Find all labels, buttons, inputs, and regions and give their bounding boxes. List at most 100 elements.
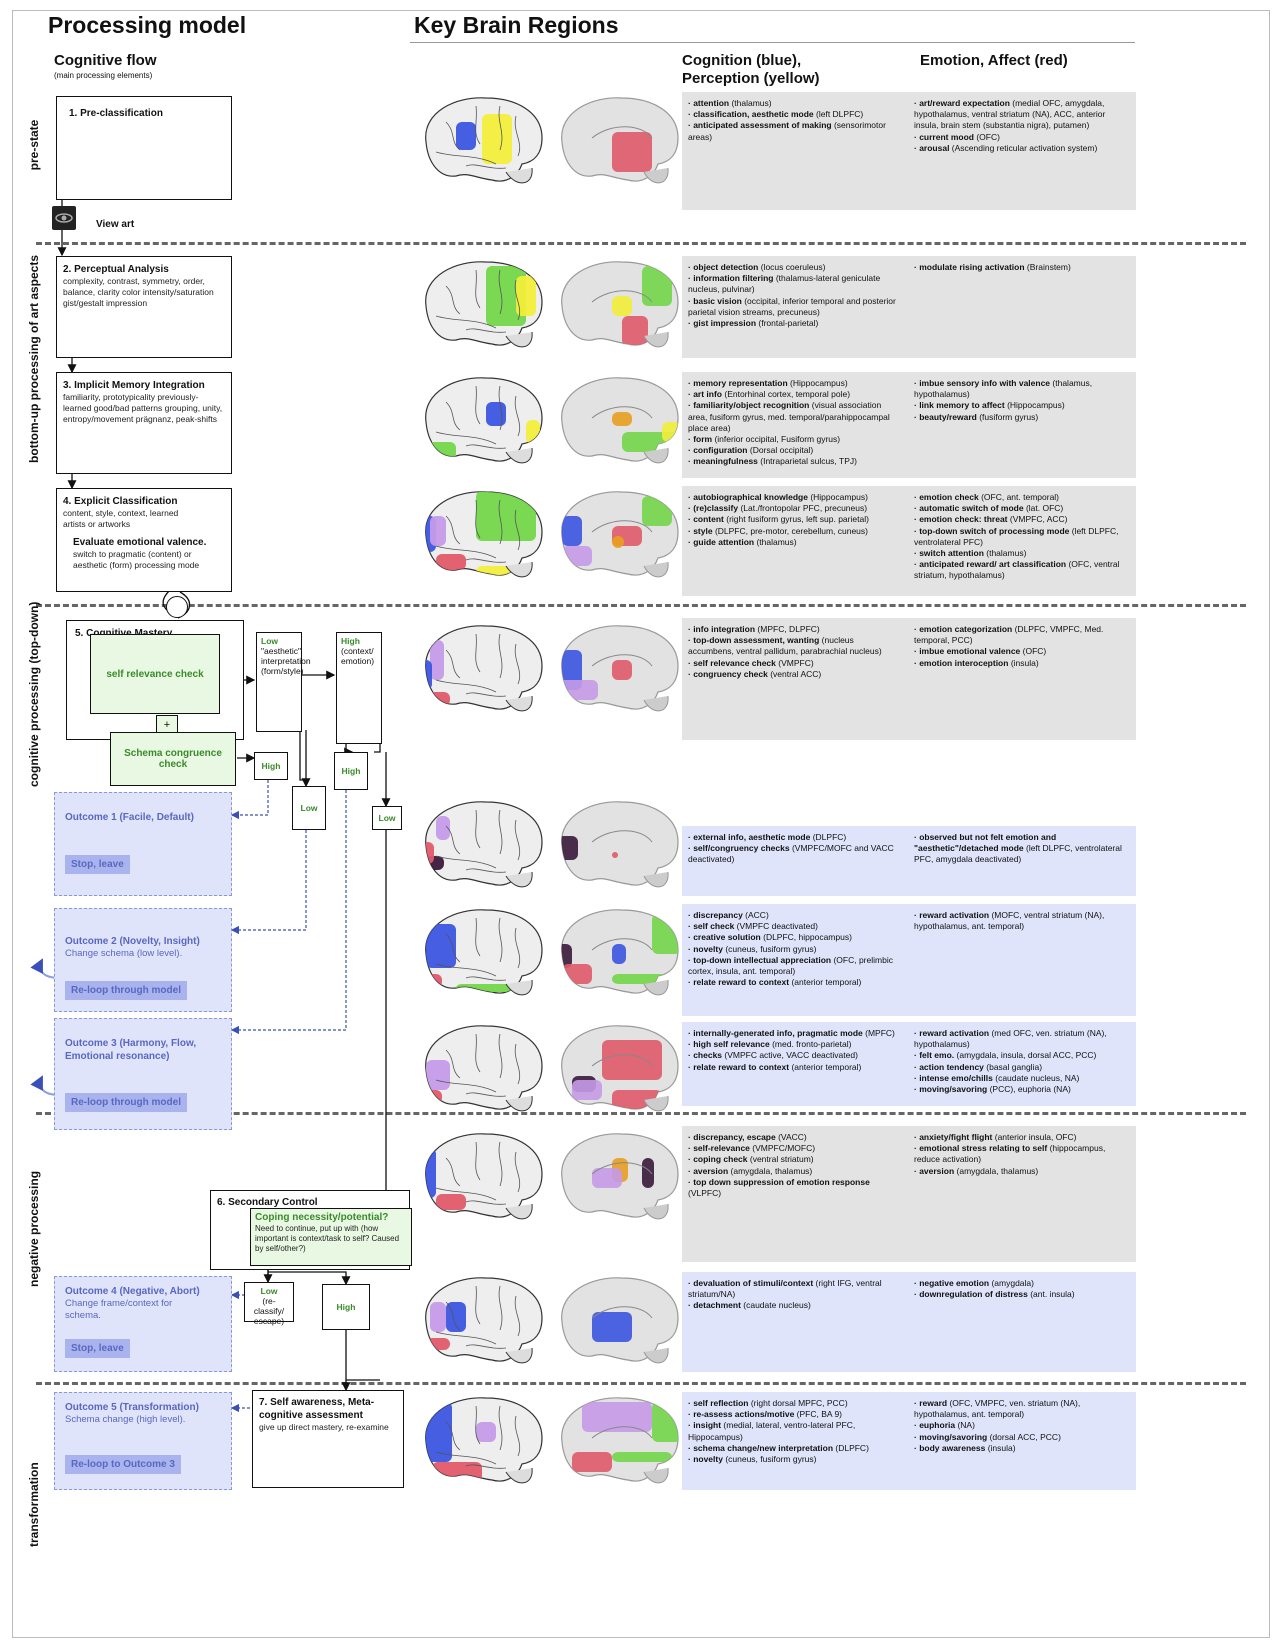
region-panel-4: · autobiographical knowledge (Hippocampu…: [682, 486, 1136, 596]
lateral-brain-view-1: [425, 97, 543, 184]
item-region: (MOFC, ventral striatum (NA), hypothalam…: [914, 910, 1105, 932]
item-term: · reward: [914, 1398, 950, 1408]
outcome-1-button[interactable]: Stop, leave: [65, 855, 130, 874]
box-4-eval: Evaluate emotional valence.: [73, 537, 207, 548]
outcome-3-button[interactable]: Re-loop through model: [65, 1093, 187, 1112]
item-region: (ant. insula): [1030, 1289, 1075, 1300]
emotion-list: · reward activation (med OFC, ven. stria…: [914, 1028, 1124, 1095]
high-context-text: (context/ emotion): [341, 646, 375, 666]
high-1-label: High: [261, 761, 281, 771]
high-2-box: High: [334, 752, 368, 790]
low-3-text: (re-classify/ escape): [253, 1296, 285, 1326]
item-term: · self/congruency checks: [688, 843, 792, 854]
cognition-item: · self check (VMPFC deactivated): [688, 921, 898, 932]
region-panel-9: · discrepancy, escape (VACC)· self-relev…: [682, 1126, 1136, 1262]
item-region: (left DLPFC, ventrolateral PFC): [914, 525, 1119, 547]
emotion-item: · arousal (Ascending reticular activatio…: [914, 143, 1124, 154]
item-region: (locus coeruleus): [760, 262, 826, 272]
low-aesthetic-text: "aesthetic" interpretation (form/style): [261, 646, 311, 676]
item-term: · classification, aesthetic mode: [688, 109, 817, 120]
item-region: (frontal-parietal): [758, 318, 819, 329]
box-3-title: 3. Implicit Memory Integration: [63, 380, 205, 391]
item-region: (hippocampus, reduce activation): [914, 1143, 1106, 1165]
item-term: · anxiety/fight flight: [914, 1132, 995, 1142]
item-term: · autobiographical knowledge: [688, 492, 811, 502]
item-region: (inferior occipital, Fusiform gyrus): [714, 434, 841, 445]
box-3-text: familiarity, prototypicality previously-…: [63, 392, 223, 424]
item-region: (amygdala): [991, 1278, 1034, 1288]
low-1-label: Low: [300, 803, 318, 813]
cognition-item: · info integration (MPFC, DLPFC): [688, 624, 898, 635]
schema-congruence-check: Schema congruence check: [110, 732, 236, 786]
high-3-box: High: [322, 1284, 370, 1330]
item-term: · switch attention: [914, 548, 987, 559]
item-region: (fusiform gyrus): [979, 411, 1039, 422]
region-panel-8: · internally-generated info, pragmatic m…: [682, 1022, 1136, 1106]
emotion-list: · emotion check (OFC, ant. temporal)· au…: [914, 492, 1124, 582]
emotion-item: · imbue emotional valence (OFC): [914, 646, 1124, 657]
item-region: (amygdala, thalamus): [956, 1165, 1039, 1176]
item-term: · euphoria: [914, 1420, 958, 1431]
cognition-item: · schema change/new interpretation (DLPF…: [688, 1443, 898, 1454]
cognition-item: · internally-generated info, pragmatic m…: [688, 1028, 898, 1039]
header-rule: [410, 42, 1135, 43]
box-explicit-classification: 4. Explicit Classification content, styl…: [56, 488, 232, 592]
cognition-item: · form (inferior occipital, Fusiform gyr…: [688, 434, 898, 445]
item-term: · internally-generated info, pragmatic m…: [688, 1028, 866, 1038]
emotion-list: · modulate rising activation (Brainstem): [914, 262, 1124, 273]
item-region: (lat. OFC): [1025, 503, 1064, 514]
cognition-item: · creative solution (DLPFC, hippocampus): [688, 932, 898, 943]
emotion-item: · intense emo/chills (caudate nucleus, N…: [914, 1073, 1124, 1084]
emotion-item: · moving/savoring (PCC), euphoria (NA): [914, 1084, 1124, 1095]
cognition-list: · attention (thalamus)· classification, …: [688, 98, 898, 143]
cognition-item: · self/congruency checks (VMPFC/MOFC and…: [688, 843, 898, 865]
item-term: · action tendency: [914, 1061, 987, 1072]
medial-brain-view-5: [561, 625, 679, 712]
item-term: · emotion check: threat: [914, 514, 1010, 525]
outcome-2-title: Outcome 2 (Novelty, Insight): [65, 936, 200, 947]
emotion-list: · negative emotion (amygdala)· downregul…: [914, 1278, 1124, 1300]
cognition-item: · top down suppression of emotion respon…: [688, 1177, 898, 1199]
item-region: (anterior insula, OFC): [994, 1132, 1077, 1142]
cognition-list: · discrepancy (ACC)· self check (VMPFC d…: [688, 910, 898, 988]
cognition-item: · self relevance check (VMPFC): [688, 658, 898, 669]
item-term: · basic vision: [688, 295, 745, 306]
item-term: · anticipated assessment of making: [688, 120, 834, 131]
item-term: · imbue sensory info with valence: [914, 378, 1053, 388]
emotion-item: · action tendency (basal ganglia): [914, 1062, 1124, 1073]
emotion-item: · current mood (OFC): [914, 132, 1124, 143]
separator-1: [36, 242, 1246, 245]
outcome-2-button[interactable]: Re-loop through model: [65, 981, 187, 1000]
item-term: · automatic switch of mode: [914, 503, 1026, 514]
item-term: · info integration: [688, 624, 758, 634]
medial-brain-view-3: [561, 377, 679, 464]
cognition-item: · external info, aesthetic mode (DLPFC): [688, 832, 898, 843]
lateral-brain-view-8: [425, 1025, 543, 1112]
item-term: · novelty: [688, 1454, 726, 1465]
outcome-5-title: Outcome 5 (Transformation): [65, 1402, 199, 1413]
emotion-item: · body awareness (insula): [914, 1443, 1124, 1454]
item-region: (medial, lateral, ventro-lateral PFC, Hi…: [688, 1420, 856, 1442]
outcome-4-button[interactable]: Stop, leave: [65, 1339, 130, 1358]
col-cognition-title: Cognition (blue),: [682, 52, 802, 69]
low-aesthetic-box: Low "aesthetic" interpretation (form/sty…: [256, 632, 311, 732]
outcome-5: Outcome 5 (Transformation) Schema change…: [54, 1392, 232, 1490]
emotion-item: · moving/savoring (dorsal ACC, PCC): [914, 1432, 1124, 1443]
item-region: (thalamus): [756, 536, 797, 547]
item-region: (anterior temporal): [791, 1061, 862, 1072]
item-region: (NA): [957, 1420, 975, 1431]
emotion-item: · reward activation (MOFC, ventral stria…: [914, 910, 1124, 932]
item-region: (Hippocampus): [1007, 400, 1065, 411]
item-term: · self reflection: [688, 1398, 751, 1408]
box-pre-classification: 1. Pre-classification: [56, 96, 232, 200]
item-region: (visual association area, fusiform gyrus…: [688, 400, 890, 433]
box-1-title: 1. Pre-classification: [69, 108, 163, 119]
item-term: · information filtering: [688, 273, 776, 284]
item-term: · art/reward expectation: [914, 98, 1013, 108]
outcome-4-subtitle: Change frame/context for schema.: [65, 1298, 173, 1321]
item-region: (Dorsal occipital): [749, 445, 814, 456]
emotion-item: · beauty/reward (fusiform gyrus): [914, 412, 1124, 423]
item-term: · familiarity/object recognition: [688, 400, 812, 411]
lateral-brain-view-2: [425, 261, 543, 348]
outcome-5-button[interactable]: Re-loop to Outcome 3: [65, 1455, 181, 1474]
